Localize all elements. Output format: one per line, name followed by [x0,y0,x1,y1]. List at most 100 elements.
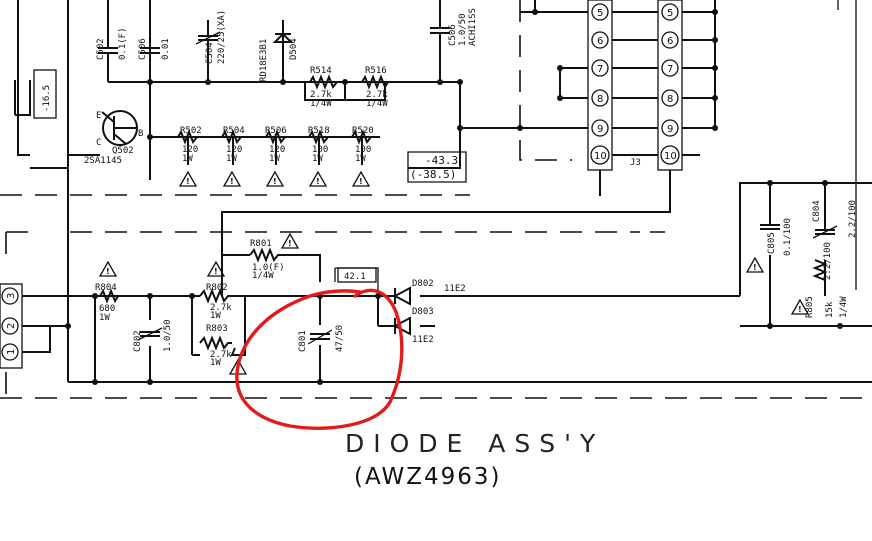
q502-pin-c: C [96,138,101,148]
zener-d504: RD18E3B1 D504 [259,20,299,82]
r805-power: 1/4W [839,296,849,318]
r506-power: 1W [269,154,280,164]
junction-dots-lower [65,180,843,385]
r804-power: 1W [99,313,110,323]
r518-ref: R518 [308,126,330,136]
capacitor-c506: C506 0.01 [138,38,171,82]
svg-text:!: ! [186,177,190,186]
connector-j3: 5 6 7 8 9 10 5 6 7 8 9 10 J3 [221,0,718,255]
j3-right-pins: 5 6 7 8 9 10 [660,3,680,165]
r502-ref: R502 [180,126,202,136]
c504-ref: C504 [205,42,215,64]
svg-text:!: ! [798,305,802,314]
board-outlines [0,0,872,400]
svg-text:!: ! [288,239,292,248]
resistor-r506: R506 120 1W [265,126,287,164]
resistor-r520: R520 100 1W [351,126,374,164]
q502-part: 2SA1145 [84,156,122,166]
connector-3-pin: 3 2 1 [0,283,23,369]
svg-text:!: ! [316,177,320,186]
r516-ref: R516 [365,66,387,76]
resistor-r504: R504 120 1W [221,126,245,164]
pin-3: 3 [6,293,17,299]
svg-text:!: ! [230,177,234,186]
r802-value: 2.7k [210,303,232,313]
d803-ref: D803 [412,307,434,317]
c802-ref: C802 [133,330,143,352]
r803-power: 1W [210,358,221,368]
d504-part: RD18E3B1 [259,39,269,82]
pin-2: 2 [6,323,17,329]
svg-text:(-38.5): (-38.5) [410,168,456,181]
resistor-r804: ! R804 680 1W [95,260,119,323]
test-point-42-1: 42.1 [337,267,377,283]
test-point-minus-43-3: -43.3 (-38.5) [407,151,467,183]
c801-ref: C801 [298,330,308,352]
svg-text:9: 9 [597,124,603,135]
r516-power: 1/4W [366,99,388,109]
capacitor-c506b: C506 1.0/50 ACHI1SS [430,0,478,46]
r502-value: 120 [182,145,198,155]
c804b-value: 2.2/100 [848,200,858,238]
c502-value: 0.1(F) [118,27,128,60]
svg-text:6: 6 [597,36,603,47]
svg-text:!: ! [359,177,363,186]
c506b-ref: C506 [448,24,458,46]
r805-ref: R805 [805,296,815,318]
r514-ref: R514 [310,66,332,76]
pin-1: 1 [6,349,17,355]
d802-ref: D802 [412,279,434,289]
svg-text:5: 5 [667,8,673,19]
svg-text:8: 8 [597,94,603,105]
r801-value: 1.0(F) [252,263,285,273]
svg-text:!: ! [214,267,218,276]
j3-left-pins: 5 6 7 8 9 10 [590,3,610,165]
svg-text:!: ! [106,267,110,276]
safety-warning-icons-upper: ! ! ! ! ! [178,170,371,187]
r514-power: 1/4W [310,99,332,109]
junction-dots-upper [147,79,463,140]
r516-value: 2.7k [366,90,388,100]
r802-power: 1W [210,311,221,321]
q502-pin-b: B [138,129,143,139]
d504-ref: D504 [289,38,299,60]
svg-text:!: ! [273,177,277,186]
test-point-minus-16-5: -16.5 [33,69,57,119]
diode-d802: D802 11E2 [392,279,466,306]
upper-board-wires [14,0,520,382]
resistor-r801: R801 ! 1.0(F) 1/4W [249,232,300,281]
c506-value: 0.01 [161,38,171,60]
svg-text:10: 10 [664,151,677,162]
capacitor-c802: C802 1.0/50 [133,319,173,352]
transistor-q502: E B C Q502 2SA1145 [84,110,143,166]
r504-power: 1W [226,154,237,164]
r518-value: 100 [312,145,328,155]
resistor-r516: R516 2.7k 1/4W [355,66,389,109]
resistor-r518: R518 100 1W [308,126,330,164]
svg-text:6: 6 [667,36,673,47]
q502-pin-e: E [96,111,101,121]
r506-value: 120 [269,145,285,155]
r804-value: 680 [99,304,115,314]
svg-text:10: 10 [594,151,607,162]
r520-value: 100 [355,145,371,155]
r520-power: 1W [355,154,366,164]
d803-part: 11E2 [412,335,434,345]
c506-ref: C506 [138,38,148,60]
c506b-value: 1.0/50 [458,13,468,46]
c504-value: 220/25(XA) [217,10,227,64]
j3-label: J3 [630,158,641,168]
diode-d803: D803 11E2 [392,307,434,345]
r801-power: 1/4W [252,271,274,281]
capacitor-c805: C805 0.1/100 ! [745,218,793,273]
q502-ref: Q502 [112,146,134,156]
r804-ref: R804 [95,283,117,293]
r506-ref: R506 [265,126,287,136]
r802-ref: R802 [206,283,228,293]
c802-value: 1.0/50 [163,319,173,352]
resistor-r514: R514 2.7k 1/4W [305,66,345,109]
resistor-r502: R502 120 1W [177,126,202,164]
resistor-r805: R805 15k 1/4W ! [790,259,849,318]
capacitor-c801: C801 47/50 [298,325,345,352]
